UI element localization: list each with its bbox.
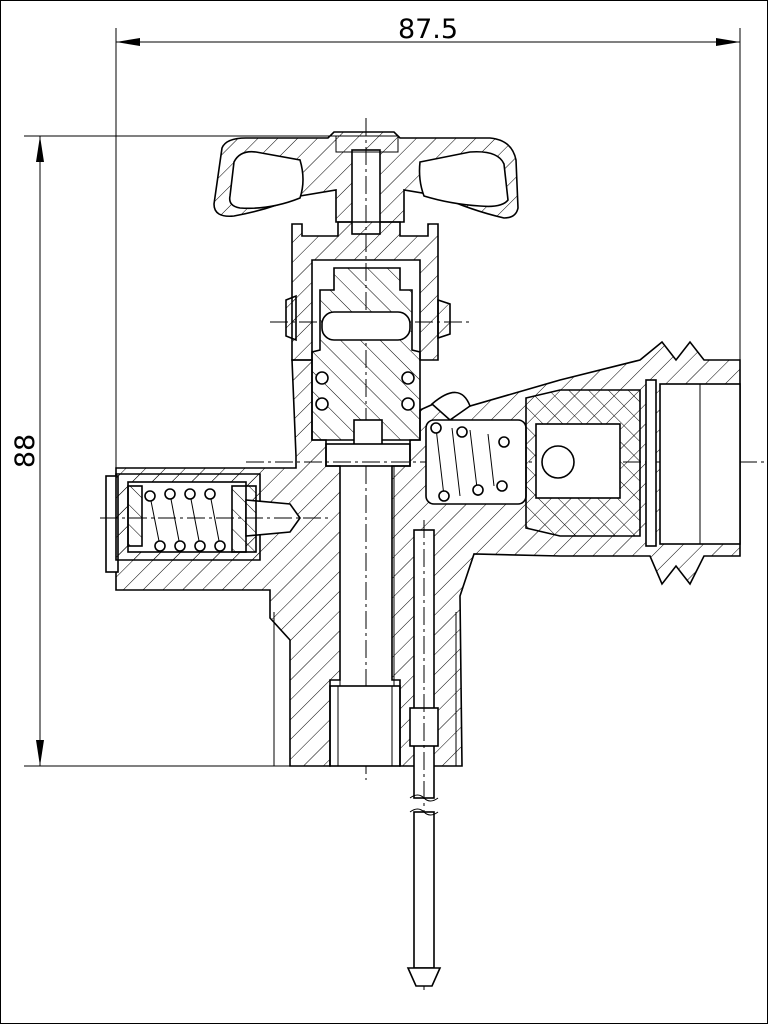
- handwheel: [213, 118, 519, 780]
- outlet-check-valve: [425, 379, 741, 547]
- width-dimension-label: 87.5: [398, 14, 458, 45]
- height-dimension: 88: [10, 135, 345, 767]
- relief-spring: [144, 488, 226, 552]
- inlet-thread: [273, 612, 457, 766]
- height-dimension-label: 88: [10, 434, 41, 468]
- relief-valve: [100, 473, 330, 573]
- width-dimension: 87.5: [115, 14, 741, 470]
- spindle: [311, 267, 421, 767]
- dip-tube: [406, 520, 442, 990]
- outlet-spring: [430, 422, 510, 502]
